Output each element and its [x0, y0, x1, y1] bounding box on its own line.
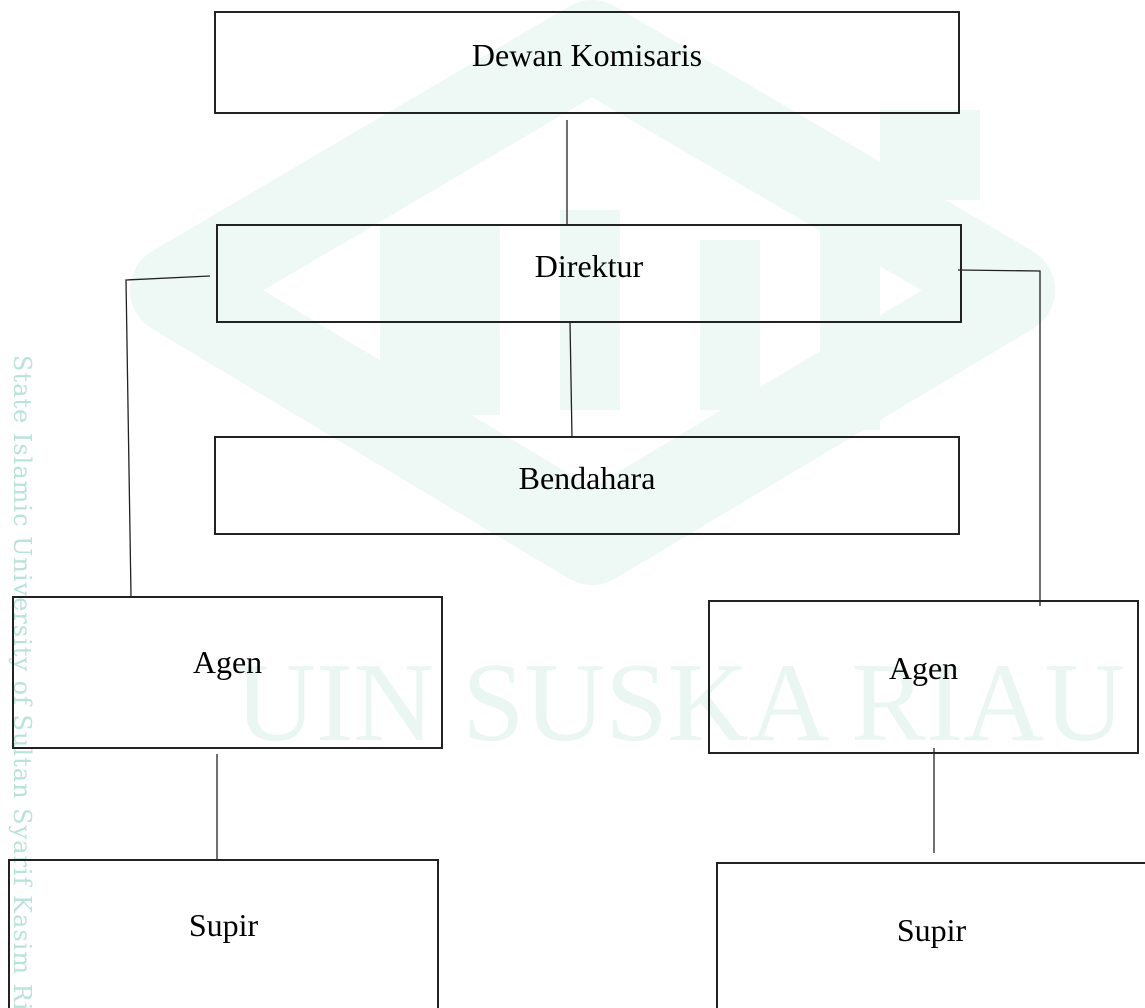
node-dewan-komisaris: Dewan Komisaris [214, 11, 960, 114]
node-supir-right: Supir [716, 862, 1145, 1008]
connector-direktur-agen-right [957, 269, 1041, 606]
node-agen-right: Agen [708, 600, 1139, 754]
node-supir-left: Supir [8, 859, 439, 1008]
node-dewan-komisaris-label: Dewan Komisaris [471, 37, 703, 73]
node-bendahara: Bendahara [214, 436, 960, 535]
node-agen-right-label: Agen [888, 650, 959, 686]
node-direktur-label: Direktur [534, 248, 644, 284]
node-bendahara-label: Bendahara [518, 460, 656, 496]
node-supir-right-label: Supir [896, 912, 967, 948]
node-direktur: Direktur [216, 224, 962, 323]
node-agen-left-label: Agen [192, 644, 263, 680]
connector-direktur-agen-left [125, 275, 211, 597]
node-agen-left: Agen [12, 596, 443, 749]
node-supir-left-label: Supir [188, 907, 259, 943]
connector-direktur-bendahara [569, 321, 573, 439]
